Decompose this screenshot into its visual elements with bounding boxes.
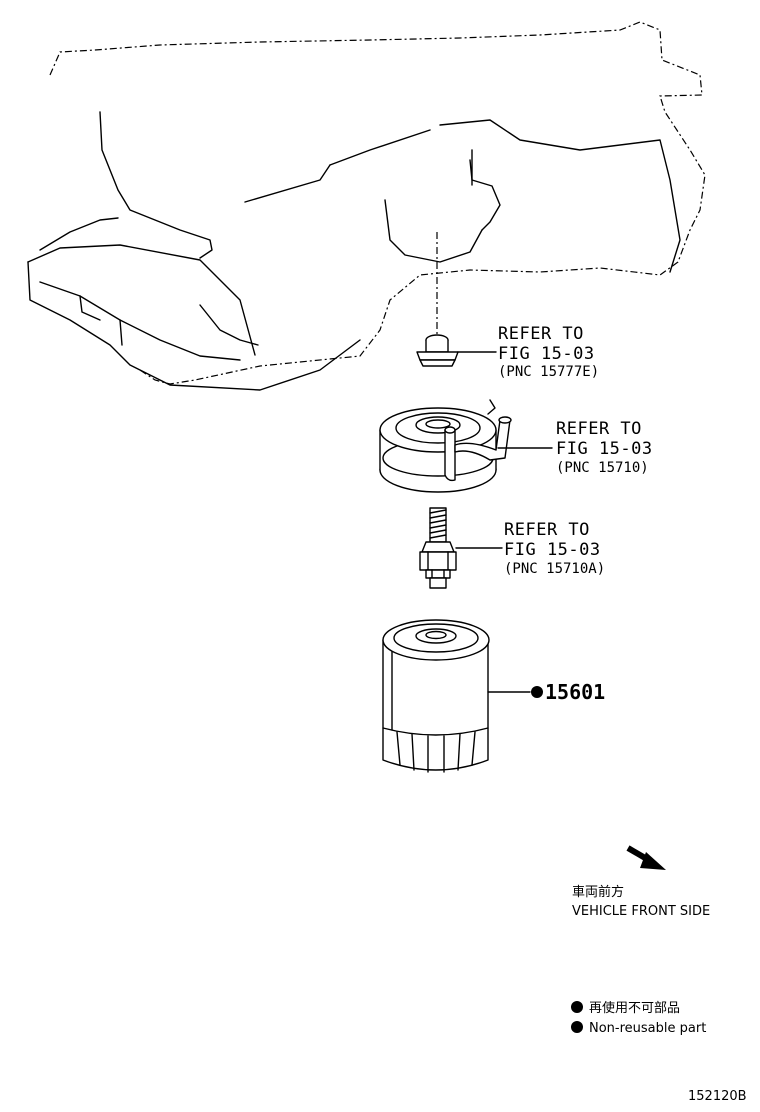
part-number-link[interactable]: 15601 bbox=[545, 680, 605, 704]
vehicle-front-label-en: VEHICLE FRONT SIDE bbox=[572, 904, 710, 919]
callout-2-pnc: (PNC 15710) bbox=[556, 460, 649, 476]
callout-3-pnc: (PNC 15710A) bbox=[504, 561, 605, 577]
threaded-connector-part bbox=[419, 507, 457, 589]
callout-2-refer: REFER TO bbox=[556, 419, 642, 439]
legend-dot-icon bbox=[571, 1001, 583, 1013]
oil-filter-part bbox=[382, 619, 490, 773]
non-reusable-dot-icon bbox=[531, 686, 543, 698]
callout-1-figure-link[interactable]: FIG 15-03 bbox=[498, 344, 595, 364]
vehicle-front-arrow-icon bbox=[626, 845, 666, 870]
callout-2-figure-link[interactable]: FIG 15-03 bbox=[556, 439, 653, 459]
oil-cooler-part bbox=[379, 399, 512, 493]
callout-1-pnc: (PNC 15777E) bbox=[498, 364, 599, 380]
figure-id: 152120B bbox=[688, 1089, 747, 1104]
legend-dot-icon bbox=[571, 1021, 583, 1033]
vehicle-front-label-jp: 車両前方 bbox=[572, 884, 624, 900]
callout-3-figure-link[interactable]: FIG 15-03 bbox=[504, 540, 601, 560]
union-bolt-part bbox=[416, 334, 459, 367]
callout-3-refer: REFER TO bbox=[504, 520, 590, 540]
callout-1-refer: REFER TO bbox=[498, 324, 584, 344]
legend-label-jp: 再使用不可部品 bbox=[589, 1000, 680, 1016]
legend-label-en: Non-reusable part bbox=[589, 1021, 706, 1036]
engine-block-outline bbox=[27, 21, 706, 391]
